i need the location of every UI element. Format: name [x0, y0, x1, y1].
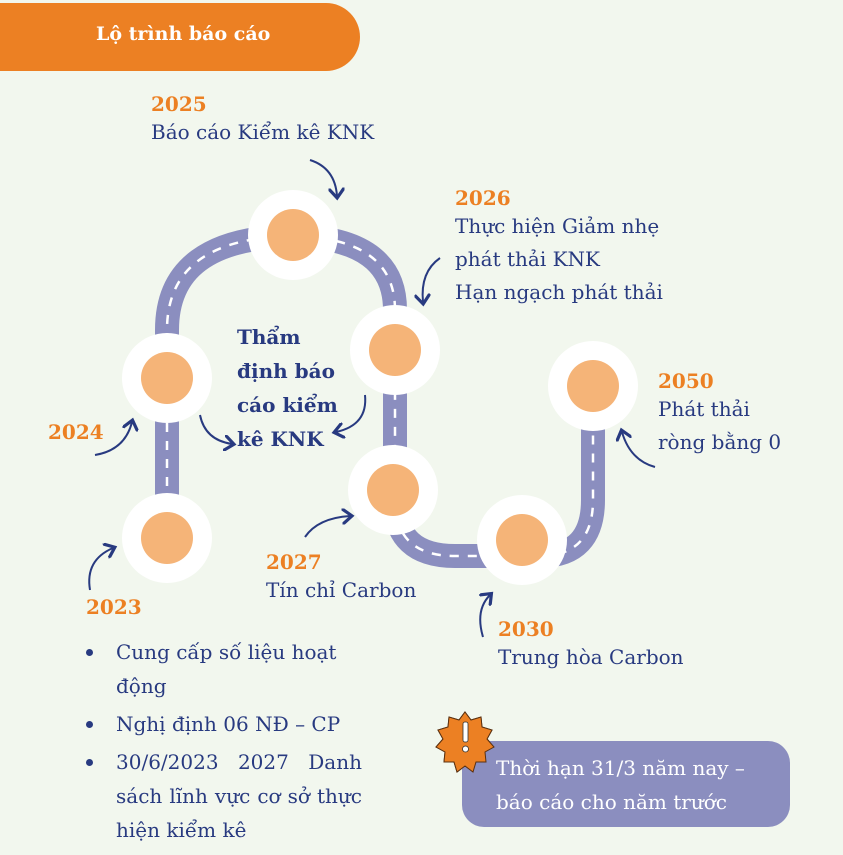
bullet-item: Cung cấp số liệu hoạt động	[82, 635, 362, 703]
road-dashes	[165, 234, 595, 558]
milestone-2026	[350, 305, 440, 395]
header-title: Lộ trình báo cáo	[96, 23, 271, 45]
milestone-2050	[548, 341, 638, 431]
deadline-note: Thời hạn 31/3 năm nay –báo cáo cho năm t…	[462, 741, 790, 827]
label-2030: 2030 Trung hòa Carbon	[498, 617, 684, 669]
arrow-2026-icon	[423, 257, 441, 302]
label-2023: 2023	[86, 595, 142, 619]
milestone-2027	[348, 445, 438, 535]
center-label: Thẩm định báo cáo kiểm kê KNK	[237, 325, 338, 451]
arrow-2023-icon	[88, 548, 113, 591]
section-header: Lộ trình báo cáo	[0, 3, 360, 71]
arrow-2050-icon	[622, 432, 656, 468]
milestone-2030	[477, 495, 567, 585]
label-2050: 2050 Phát thải ròng bằng 0	[658, 369, 782, 454]
arrow-2027-icon	[304, 516, 350, 538]
milestone-circles	[122, 190, 638, 585]
milestone-2024	[122, 333, 212, 423]
label-2026: 2026 Thực hiện Giảm nhẹ phát thải KNK Hạ…	[455, 186, 663, 304]
label-2024: 2024	[48, 420, 104, 444]
arrow-center-left-icon	[199, 414, 232, 444]
bullet-item: 30/6/2023 2027 Danh sách lĩnh vực cơ sở …	[82, 745, 362, 847]
arrow-center-icon	[336, 394, 367, 432]
milestone-2025	[248, 190, 338, 280]
arrow-2030-icon	[480, 595, 490, 638]
bullet-list: Cung cấp số liệu hoạt động Nghị định 06 …	[82, 635, 362, 851]
milestone-2023	[122, 493, 212, 583]
arrow-2024-icon	[94, 422, 132, 456]
arrow-2025-icon	[309, 159, 337, 196]
bullet-item: Nghị định 06 NĐ – CP	[82, 707, 362, 741]
label-2027: 2027 Tín chỉ Carbon	[266, 550, 417, 602]
label-2025: 2025 Báo cáo Kiểm kê KNK	[151, 92, 375, 144]
